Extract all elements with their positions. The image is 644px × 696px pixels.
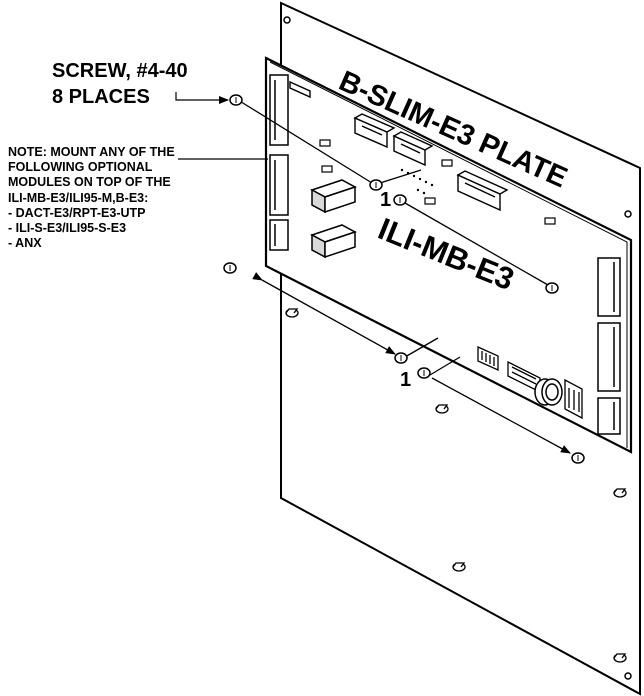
- standoff: [285, 308, 299, 318]
- note-line: - ILI-S-E3/ILI95-S-E3: [8, 221, 127, 236]
- jumpers: [319, 139, 556, 225]
- note-line: FOLLOWING OPTIONAL: [8, 160, 153, 175]
- screw-upper-center: [369, 169, 422, 191]
- screw-callout-line-1: SCREW, #4-40: [52, 60, 188, 82]
- header-connectors: [289, 80, 509, 212]
- arrow-lower-left: [252, 272, 396, 355]
- note-callout: NOTE: MOUNT ANY OF THE FOLLOWING OPTIONA…: [8, 145, 175, 251]
- circuit-board: [264, 56, 633, 454]
- insertion-arrows: [180, 96, 571, 454]
- screw-upper-center-2: [393, 194, 549, 286]
- ref-number-lower: 1: [400, 369, 411, 391]
- screw-mid-left: [223, 262, 237, 274]
- right-edge-connectors: [597, 257, 621, 435]
- note-line: ILI-MB-E3/ILI95-M,B-E3:: [8, 190, 149, 205]
- screw-callout-leader: [175, 92, 180, 101]
- note-line: - ANX: [8, 236, 42, 251]
- standoff: [452, 562, 466, 572]
- standoff: [435, 404, 449, 414]
- screw-callout-line-2: 8 PLACES: [52, 86, 150, 108]
- standoff: [613, 488, 627, 498]
- screw-top-left: [229, 94, 373, 184]
- ref-number-upper: 1: [380, 189, 391, 211]
- lower-components: [477, 345, 583, 420]
- screw-lower-center: [394, 337, 439, 364]
- note-line: - DACT-E3/RPT-E3-UTP: [8, 205, 146, 220]
- screw-upper-right: [545, 282, 559, 294]
- note-line: NOTE: MOUNT ANY OF THE: [8, 145, 175, 159]
- screw-callout: SCREW, #4-40 8 PLACES: [52, 58, 188, 110]
- buzzer: [534, 378, 563, 406]
- arrow-lower-right: [431, 377, 571, 454]
- note-line: MODULES ON TOP OF THE: [8, 175, 171, 190]
- screw-lower-center-2: [417, 356, 461, 379]
- screw-lower-right: [571, 452, 585, 464]
- left-edge-connectors: [269, 74, 289, 251]
- standoff: [613, 653, 627, 663]
- relays: [310, 179, 357, 259]
- screws: [223, 94, 585, 464]
